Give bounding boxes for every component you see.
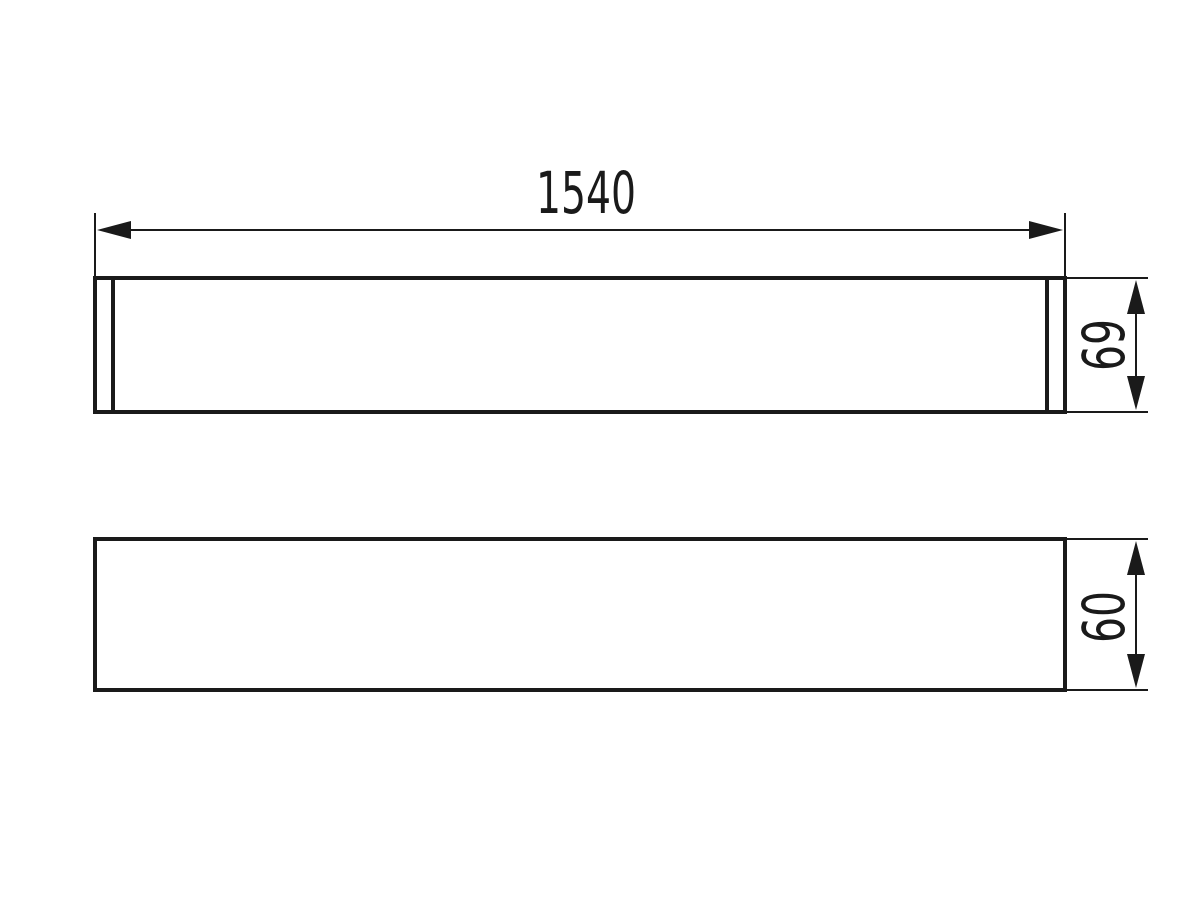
front-view-outline <box>93 537 1067 692</box>
length-label: 1540 <box>536 159 636 227</box>
side-height-dimension: 69 <box>1065 277 1148 413</box>
side-height-arrow-top <box>1127 280 1145 314</box>
side-height-label: 69 <box>1070 319 1138 371</box>
front-height-label: 60 <box>1070 591 1138 643</box>
side-view <box>93 276 1067 414</box>
length-arrow-right <box>1029 221 1063 239</box>
side-view-outline <box>93 276 1067 414</box>
front-view <box>93 537 1067 692</box>
length-dimension: 1540 <box>94 159 1066 276</box>
front-height-arrow-bottom <box>1127 654 1145 688</box>
side-height-arrow-bottom <box>1127 376 1145 410</box>
front-height-arrow-top <box>1127 541 1145 575</box>
front-height-dimension: 60 <box>1065 538 1148 691</box>
length-arrow-left <box>97 221 131 239</box>
